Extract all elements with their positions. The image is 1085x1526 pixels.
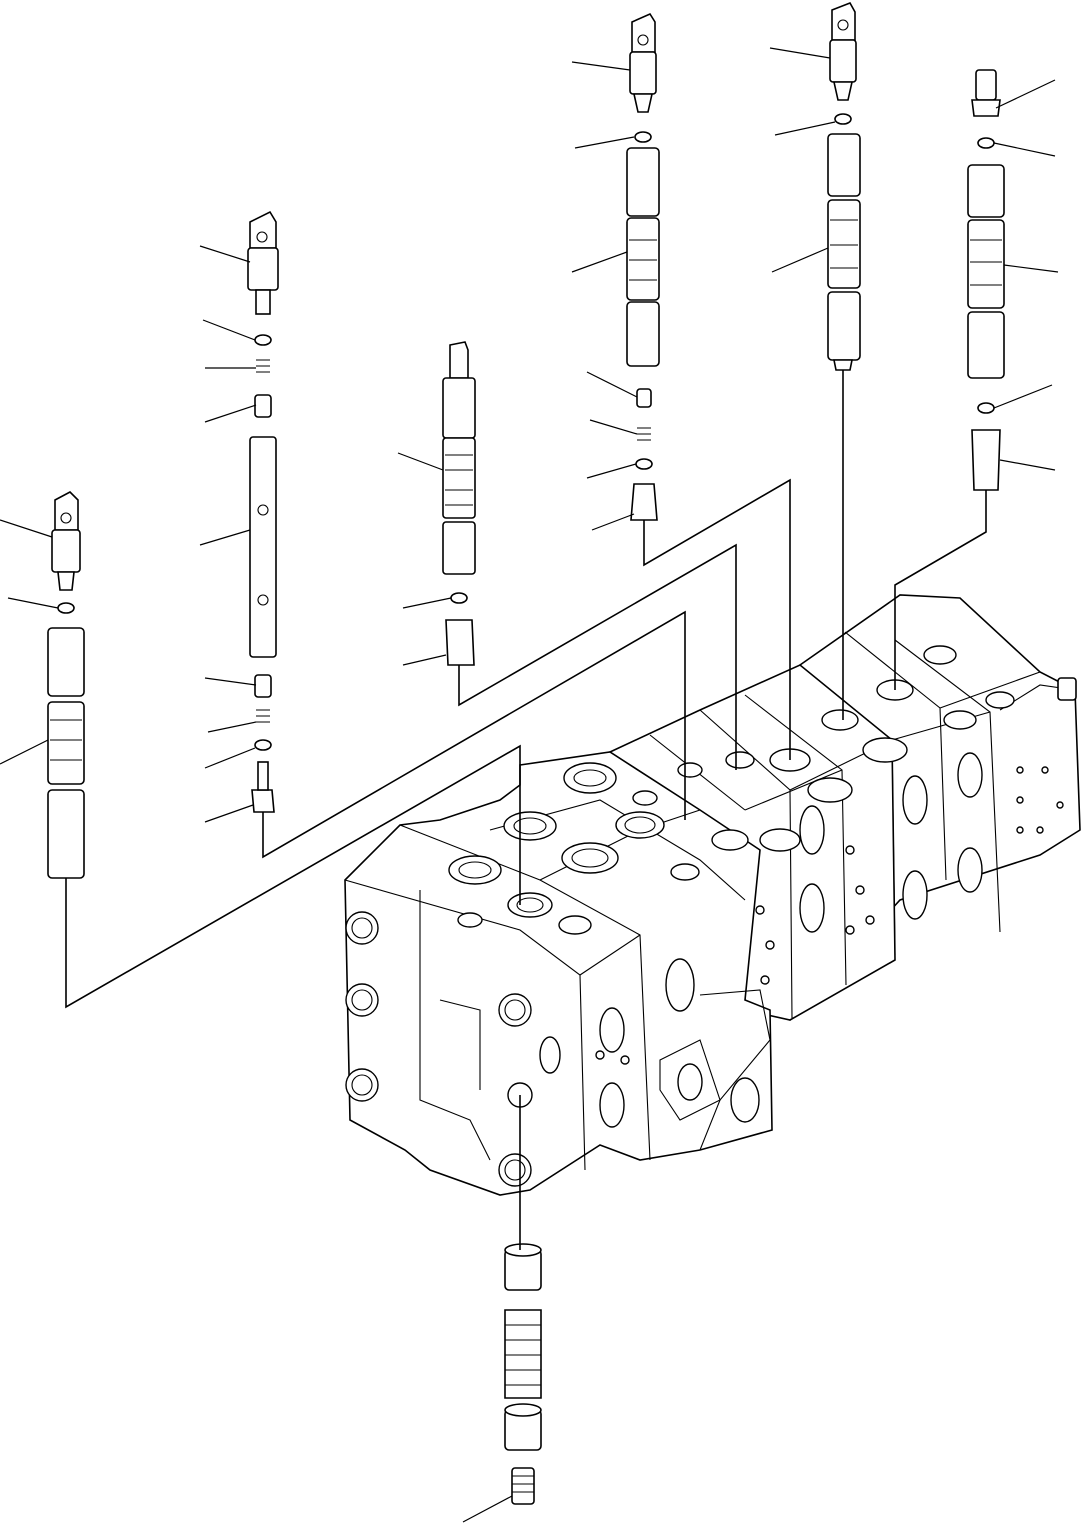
- spool-assembly-2: [199, 210, 279, 823]
- spool-assembly-4: [571, 12, 660, 531]
- connector-lines: [65, 370, 987, 1250]
- spool-assembly-5: [769, 2, 861, 371]
- spool-assembly-1: [0, 491, 85, 879]
- bottom-plug-assembly: [462, 1243, 542, 1523]
- spool-assembly-3: [397, 341, 476, 666]
- spool-assembly-6: [967, 69, 1059, 491]
- valve-block: [344, 594, 1081, 1196]
